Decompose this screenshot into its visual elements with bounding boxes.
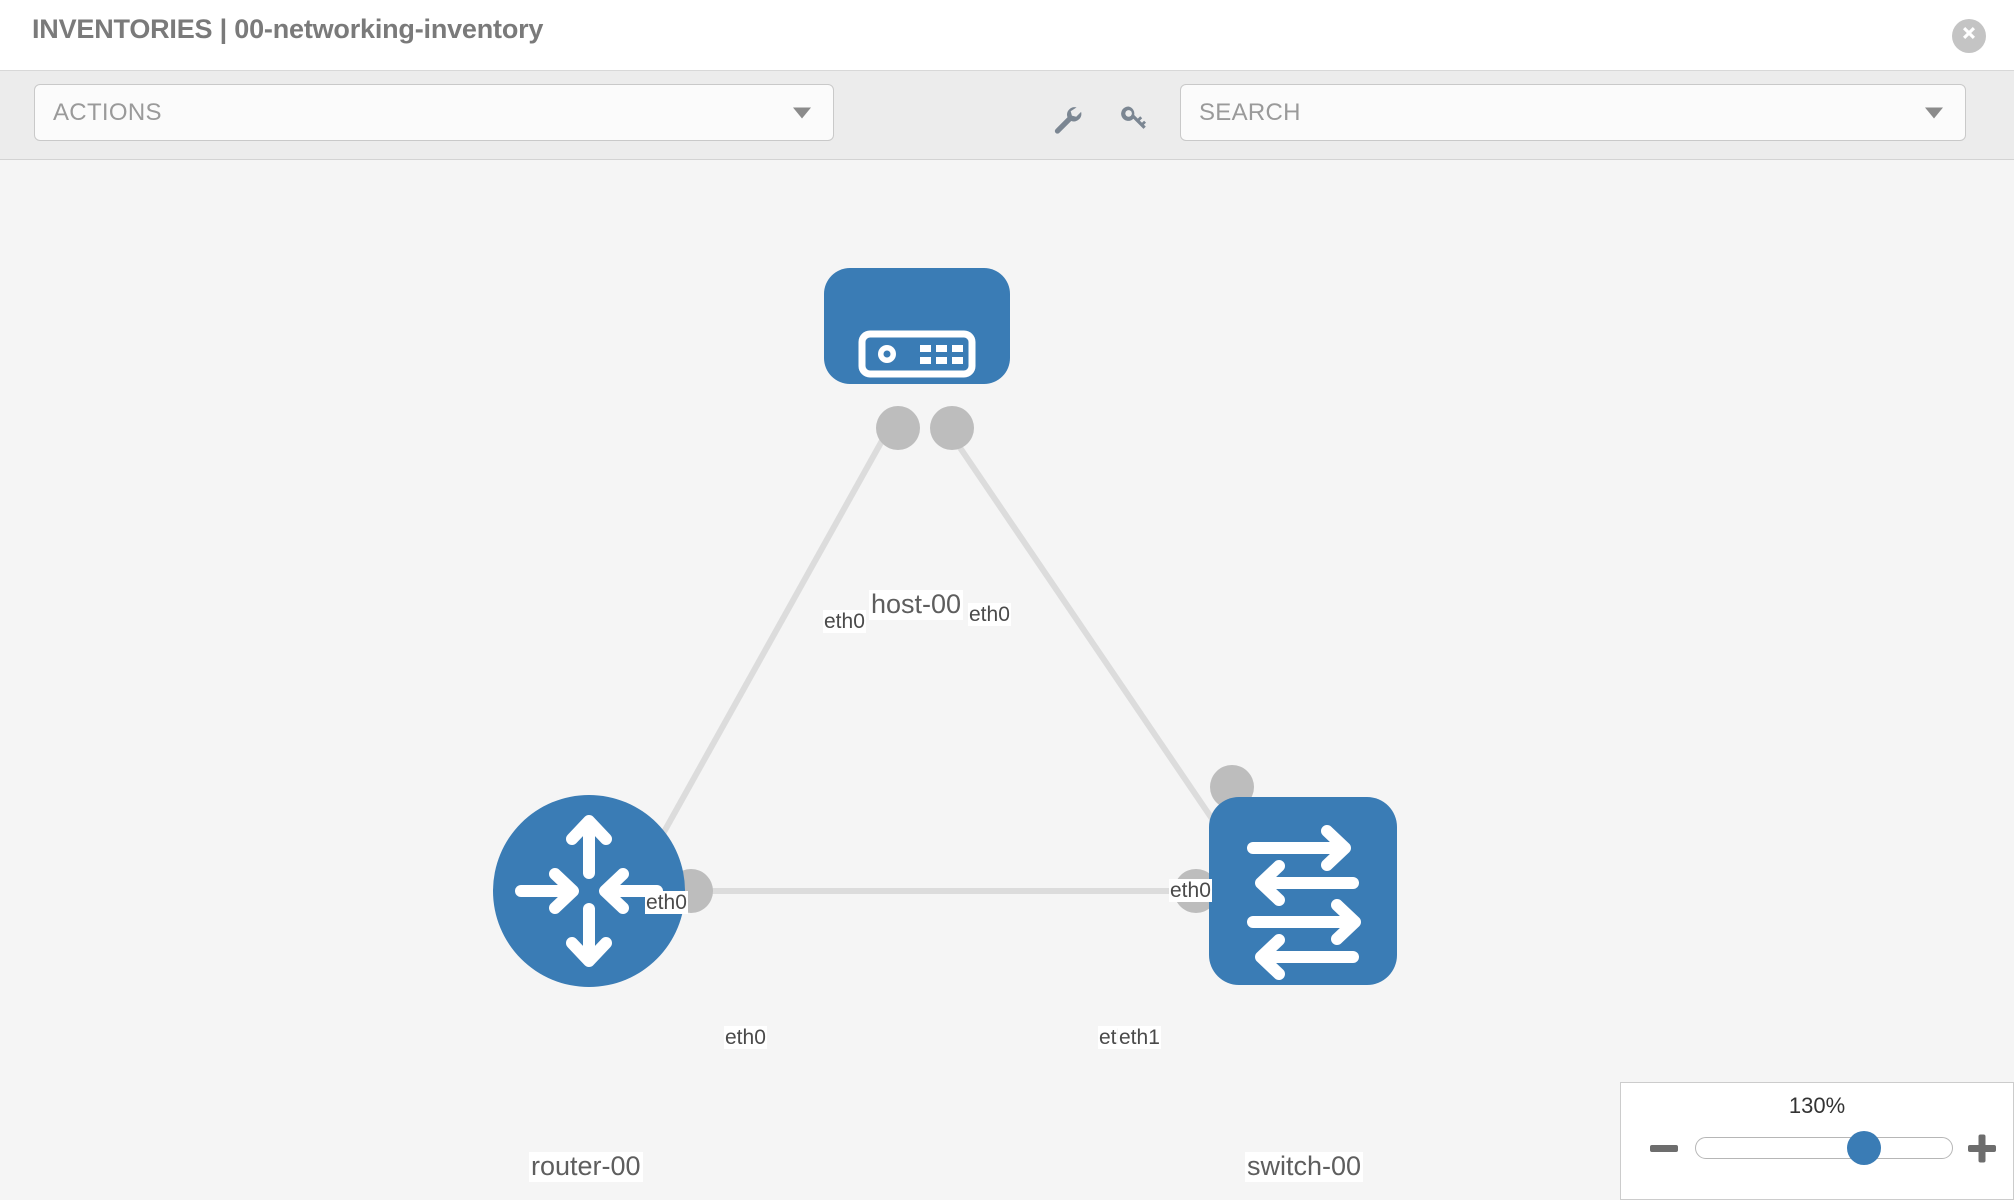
zoom-slider-track[interactable]	[1695, 1137, 1953, 1159]
zoom-level-value: 130%	[1788, 1093, 1846, 1118]
zoom-out-button[interactable]	[1647, 1131, 1681, 1165]
zoom-control-panel: 130%	[1620, 1082, 2014, 1200]
actions-dropdown[interactable]: ACTIONS	[34, 84, 834, 141]
switch-arrows-icon	[1247, 825, 1361, 980]
router-arrows-icon	[515, 815, 663, 967]
node-label-switch-00: switch-00	[1245, 1151, 1364, 1182]
zoom-slider-thumb[interactable]	[1847, 1131, 1881, 1165]
iface-label-host-left: eth0	[823, 610, 866, 634]
node-router-00	[493, 795, 685, 987]
key-icon[interactable]	[1114, 99, 1154, 139]
topology-canvas[interactable]: eth0 host-00 eth0 eth0 eth0 eth0 eth1 et…	[0, 160, 2014, 1200]
page-title: INVENTORIES | 00-networking-inventory	[32, 14, 544, 44]
iface-label-host-right: eth0	[968, 603, 1011, 627]
node-label-router-00: router-00	[529, 1151, 643, 1182]
iface-label-switch-up: eth0	[1169, 879, 1212, 903]
edge-host-switch	[945, 428, 1243, 862]
node-host-00	[824, 268, 1010, 384]
actions-dropdown-label: ACTIONS	[53, 98, 162, 126]
node-switch-00	[1209, 797, 1397, 985]
window-header: INVENTORIES | 00-networking-inventory	[0, 0, 2014, 70]
graph-edges	[637, 428, 1250, 894]
search-input[interactable]: SEARCH	[1180, 84, 1966, 141]
close-icon[interactable]	[1952, 19, 1986, 53]
node-label-host-00: host-00	[869, 589, 964, 620]
search-placeholder: SEARCH	[1199, 98, 1301, 126]
connector-host-left	[876, 406, 920, 450]
chevron-down-icon	[1925, 107, 1943, 118]
toolbar: ACTIONS SEARCH	[0, 70, 2014, 160]
wrench-icon[interactable]	[1046, 99, 1086, 139]
server-icon	[858, 330, 976, 378]
chevron-down-icon	[793, 107, 811, 118]
iface-label-router-up: eth0	[645, 891, 688, 915]
iface-label-router-right: eth0	[724, 1026, 767, 1050]
zoom-in-button[interactable]	[1965, 1131, 1999, 1165]
connector-host-right	[930, 406, 974, 450]
edge-host-router	[637, 428, 891, 877]
topology-graph	[493, 268, 1397, 987]
iface-label-switch-left-b: eth1	[1118, 1026, 1161, 1050]
